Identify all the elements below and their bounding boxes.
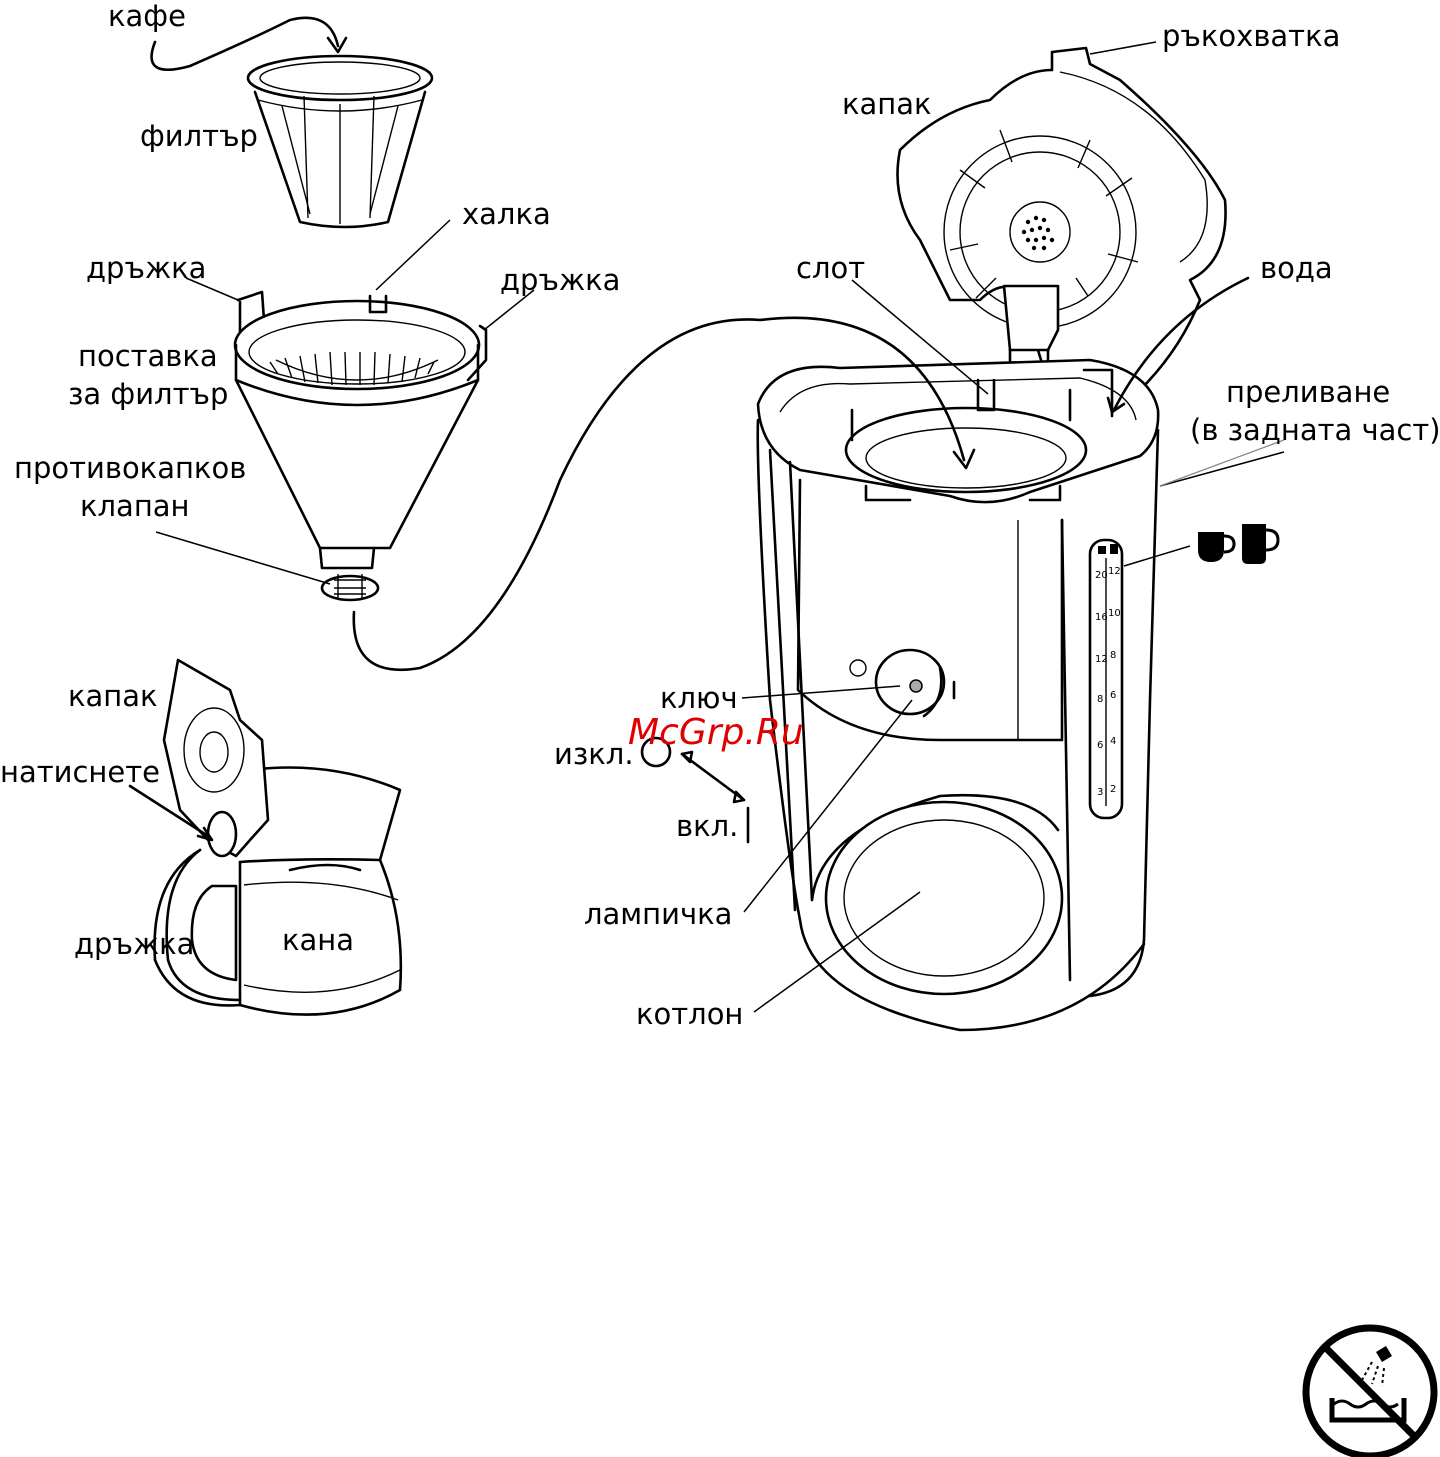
label-lid: капак bbox=[842, 87, 932, 121]
label-water: вода bbox=[1260, 251, 1333, 285]
indicator-lamp bbox=[910, 680, 922, 692]
label-switch: ключ bbox=[660, 681, 738, 715]
labels: кафе филтър халка дръжка дръжка поставка… bbox=[0, 0, 1440, 1031]
no-immersion-icon bbox=[1306, 1328, 1434, 1456]
svg-text:12: 12 bbox=[1108, 566, 1121, 577]
svg-text:6: 6 bbox=[1110, 690, 1116, 701]
label-off: изкл. bbox=[554, 737, 634, 771]
label-jug: кана bbox=[282, 923, 354, 957]
svg-text:8: 8 bbox=[1097, 694, 1103, 705]
label-filter-holder-1: поставка bbox=[78, 339, 218, 373]
label-jug-handle: дръжка bbox=[74, 927, 194, 961]
label-slot: слот bbox=[796, 251, 865, 285]
label-filter: филтър bbox=[140, 119, 258, 153]
paper-filter bbox=[248, 56, 432, 227]
svg-text:10: 10 bbox=[1108, 608, 1121, 619]
svg-text:6: 6 bbox=[1097, 740, 1103, 751]
svg-text:2: 2 bbox=[1110, 784, 1116, 795]
label-filter-holder-2: за филтър bbox=[68, 377, 228, 411]
svg-text:3: 3 bbox=[1097, 787, 1103, 798]
label-press: натиснете bbox=[0, 755, 160, 789]
watermark: McGrp.Ru bbox=[628, 712, 804, 753]
label-lamp: лампичка bbox=[584, 897, 732, 931]
label-handle-right: дръжка bbox=[500, 263, 620, 297]
label-grip: ръкохватка bbox=[1162, 19, 1340, 53]
svg-text:16: 16 bbox=[1095, 612, 1108, 623]
svg-text:20: 20 bbox=[1095, 570, 1108, 581]
label-overflow-1: преливане bbox=[1226, 375, 1390, 409]
glass-jug bbox=[155, 660, 401, 1015]
label-on: вкл. bbox=[676, 809, 738, 843]
label-handle-left: дръжка bbox=[86, 251, 206, 285]
filter-holder bbox=[235, 292, 486, 600]
svg-text:8: 8 bbox=[1110, 650, 1116, 661]
svg-text:4: 4 bbox=[1110, 736, 1116, 747]
label-overflow-2: (в задната част) bbox=[1190, 413, 1440, 447]
label-jug-lid: капак bbox=[68, 679, 158, 713]
svg-text:12: 12 bbox=[1095, 654, 1108, 665]
label-coffee: кафе bbox=[108, 0, 186, 33]
coffee-machine: 20 16 12 8 6 3 12 10 8 6 4 2 bbox=[758, 48, 1226, 1030]
label-ring: халка bbox=[462, 197, 551, 231]
cup-icons bbox=[1198, 524, 1278, 564]
label-antidrip-2: клапан bbox=[80, 489, 190, 523]
label-hotplate: котлон bbox=[636, 997, 743, 1031]
label-antidrip-1: противокапков bbox=[14, 451, 246, 485]
